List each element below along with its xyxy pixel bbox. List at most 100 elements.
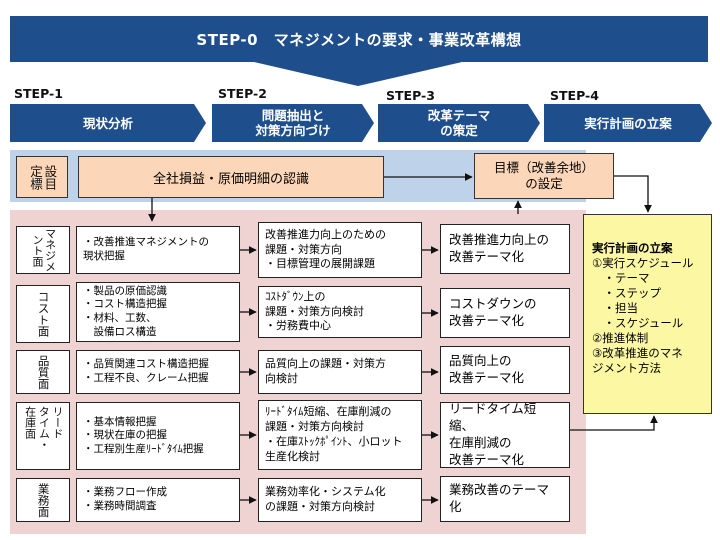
category-quality-text: 品質面	[36, 354, 51, 390]
issues-management-line2: 課題・対策方向	[265, 242, 342, 256]
step1-name: 現状分析	[82, 115, 133, 131]
theme-cost-line2: 改善テーマ化	[449, 313, 525, 328]
issues-leadtime-line2: 課題・対策方向検討	[265, 420, 364, 434]
issues-cost-line3: ・労務費中心	[265, 319, 331, 333]
step3-chevron: 改革テーマ の策定	[378, 104, 540, 142]
step0-banner: STEP-0 マネジメントの要求・事業改革構想	[10, 16, 708, 62]
step2-label: STEP-2	[218, 86, 267, 101]
category-cost-text: コスト面	[36, 291, 51, 337]
arrow-target-to-plan	[614, 175, 652, 213]
category-cost: コスト面	[16, 285, 70, 343]
issues-operations-line2: の課題・対策方向検討	[265, 500, 375, 513]
category-quality: 品質面	[16, 350, 70, 394]
issues-quality: 品質向上の課題・対策方 向検討	[258, 350, 422, 394]
theme-quality-line2: 改善テーマ化	[449, 370, 525, 385]
category-leadtime-line2: タイム・	[37, 406, 51, 450]
plan-item: ①実行スケジュール	[592, 255, 694, 270]
issues-management-line1: 改善推進力向上のための	[265, 227, 386, 241]
analysis-cost-line2: ・コスト構造把握	[83, 298, 167, 311]
step4-name: 実行計画の立案	[584, 115, 672, 131]
issues-cost: ｺｽﾄﾀﾞｳﾝ上の 課題・対策方向検討 ・労務費中心	[258, 286, 422, 338]
plan-title: 実行計画の立案	[592, 241, 673, 255]
issues-leadtime: ﾘｰﾄﾞﾀｲﾑ短縮、在庫削減の 課題・対策方向検討 ・在庫ｽﾄｯｸﾎﾟｲﾝﾄ、小…	[258, 400, 422, 470]
analysis-management: ・改善推進マネジメントの 現状把握	[76, 226, 240, 274]
theme-leadtime: リードタイム短縮、 在庫削減の 改善テーマ化	[440, 401, 570, 468]
analysis-cost-line1: ・製品の原価認識	[83, 284, 167, 297]
issues-quality-line2: 向検討	[265, 372, 298, 385]
theme-cost: コストダウンの 改善テーマ化	[440, 288, 570, 338]
analysis-cost: ・製品の原価認識 ・コスト構造把握 ・材料、工数、 設備ロス構造	[76, 282, 240, 342]
step4-label: STEP-4	[550, 88, 599, 103]
category-management-text: マネジメント面	[31, 228, 57, 272]
analysis-cost-line3: ・材料、工数、	[83, 312, 157, 324]
recognition-text: 全社損益・原価明細の認識	[152, 171, 309, 187]
step1-label: STEP-1	[14, 86, 63, 101]
issues-leadtime-line4: 生産化検討	[265, 449, 320, 463]
issues-cost-line2: 課題・対策方向検討	[265, 304, 364, 318]
theme-management-line2: 改善テーマ化	[449, 249, 525, 264]
theme-quality-line1: 品質向上の	[449, 353, 512, 369]
theme-leadtime-line1: リードタイム短縮、	[449, 401, 537, 434]
analysis-management-line2: 現状把握	[83, 250, 125, 262]
step1-chevron: 現状分析	[10, 104, 206, 142]
analysis-management-line1: ・改善推進マネジメントの	[83, 236, 209, 249]
target-text-line2: の設定	[525, 176, 563, 191]
analysis-quality-line1: ・品質関連コスト構造把握	[83, 358, 209, 371]
target-text-line1: 目標（改善余地）	[493, 159, 594, 175]
step3-label: STEP-3	[386, 88, 435, 103]
issues-cost-line1: ｺｽﾄﾀﾞｳﾝ上の	[265, 289, 326, 303]
analysis-operations-line1: ・業務フロー作成	[83, 486, 167, 499]
theme-management: 改善推進力向上の 改善テーマ化	[440, 224, 570, 274]
analysis-leadtime-line2: ・現状在庫の把握	[83, 429, 167, 442]
plan-item: ジメント方法	[592, 360, 661, 375]
theme-operations: 業務改善のテーマ 化	[440, 476, 570, 522]
issues-operations-line1: 業務効率化・システム化	[265, 485, 386, 499]
step2-name-line2: 対策方向づけ	[255, 123, 331, 138]
issues-leadtime-line3: ・在庫ｽﾄｯｸﾎﾟｲﾝﾄ、小ロット	[265, 435, 403, 448]
theme-operations-line2: 化	[449, 499, 462, 514]
step0-title: STEP-0 マネジメントの要求・事業改革構想	[196, 30, 522, 49]
analysis-quality-line2: ・工程不良、クレーム把握	[83, 372, 209, 384]
plan-item: ・担当	[592, 300, 638, 315]
step2-name-line1: 問題抽出と	[261, 108, 325, 123]
theme-cost-line1: コストダウンの	[449, 296, 537, 312]
analysis-leadtime: ・基本情報把握 ・現状在庫の把握 ・工程別生産ﾘｰﾄﾞﾀｲﾑ把握	[76, 402, 240, 470]
issues-management: 改善推進力向上のための 課題・対策方向 ・目標管理の展開課題	[258, 222, 422, 278]
analysis-operations-line2: ・業務時間調査	[83, 500, 157, 512]
analysis-leadtime-line1: ・基本情報把握	[83, 415, 157, 428]
analysis-leadtime-line3: ・工程別生産ﾘｰﾄﾞﾀｲﾑ把握	[83, 442, 204, 455]
recognition-box: 全社損益・原価明細の認識	[78, 156, 384, 198]
theme-operations-line1: 業務改善のテーマ	[449, 482, 550, 498]
category-leadtime-line3: 在庫面	[23, 406, 37, 439]
plan-item: ③改革推進のマネ	[592, 345, 683, 360]
step4-chevron: 実行計画の立案	[544, 104, 712, 142]
plan-item: ・テーマ	[592, 270, 650, 285]
plan-item: ・ステップ	[592, 285, 661, 300]
step0-down-arrow	[254, 62, 462, 86]
theme-quality: 品質向上の 改善テーマ化	[440, 346, 570, 394]
step3-name-line2: の策定	[440, 123, 478, 138]
analysis-operations: ・業務フロー作成 ・業務時間調査	[76, 478, 240, 522]
issues-operations: 業務効率化・システム化 の課題・対策方向検討	[258, 478, 422, 522]
goal-category-text: 設目定標	[28, 164, 58, 190]
category-leadtime-line1: リード	[50, 406, 64, 439]
category-management: マネジメント面	[16, 226, 70, 274]
theme-leadtime-line2: 在庫削減の	[449, 435, 512, 450]
step2-chevron: 問題抽出と 対策方向づけ	[212, 104, 374, 142]
plan-box: 実行計画の立案 ①実行スケジュール ・テーマ ・ステップ ・担当 ・スケジュール…	[583, 214, 712, 414]
category-operations: 業務面	[16, 478, 70, 522]
issues-management-line3: ・目標管理の展開課題	[265, 257, 375, 271]
category-leadtime: リード タイム・ 在庫面	[16, 402, 70, 470]
step3-name-line1: 改革テーマ	[427, 108, 491, 123]
issues-quality-line1: 品質向上の課題・対策方	[265, 357, 386, 371]
issues-leadtime-line1: ﾘｰﾄﾞﾀｲﾑ短縮、在庫削減の	[265, 405, 392, 419]
theme-leadtime-line3: 改善テーマ化	[449, 451, 525, 467]
category-operations-text: 業務面	[36, 482, 51, 518]
goal-category-label: 設目定標	[16, 156, 68, 198]
target-box: 目標（改善余地） の設定	[474, 153, 614, 199]
analysis-cost-line4: 設備ロス構造	[83, 325, 157, 338]
theme-management-line1: 改善推進力向上の	[449, 232, 550, 248]
plan-item: ・スケジュール	[592, 315, 684, 330]
plan-item: ②推進体制	[592, 330, 649, 345]
